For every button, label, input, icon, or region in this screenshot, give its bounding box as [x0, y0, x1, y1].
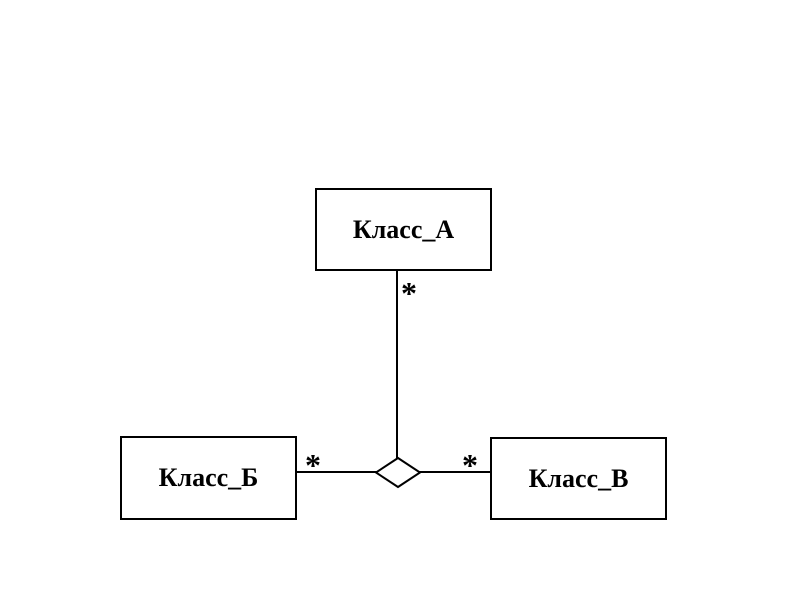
edge-class-v-to-diamond — [419, 471, 490, 473]
association-diamond-icon — [374, 456, 422, 489]
multiplicity-class-b: * — [305, 447, 321, 483]
class-v-label: Класс_В — [528, 463, 629, 493]
class-box-v: Класс_В — [490, 437, 667, 520]
edge-class-b-to-diamond — [297, 471, 377, 473]
class-a-label: Класс_А — [352, 214, 455, 244]
multiplicity-class-v: * — [462, 447, 478, 483]
edge-class-a-to-diamond — [396, 271, 398, 459]
class-b-label: Класс_Б — [158, 463, 259, 492]
class-box-b: Класс_Б — [120, 436, 297, 520]
multiplicity-class-a: * — [401, 275, 417, 311]
class-box-a: Класс_А — [315, 188, 492, 271]
